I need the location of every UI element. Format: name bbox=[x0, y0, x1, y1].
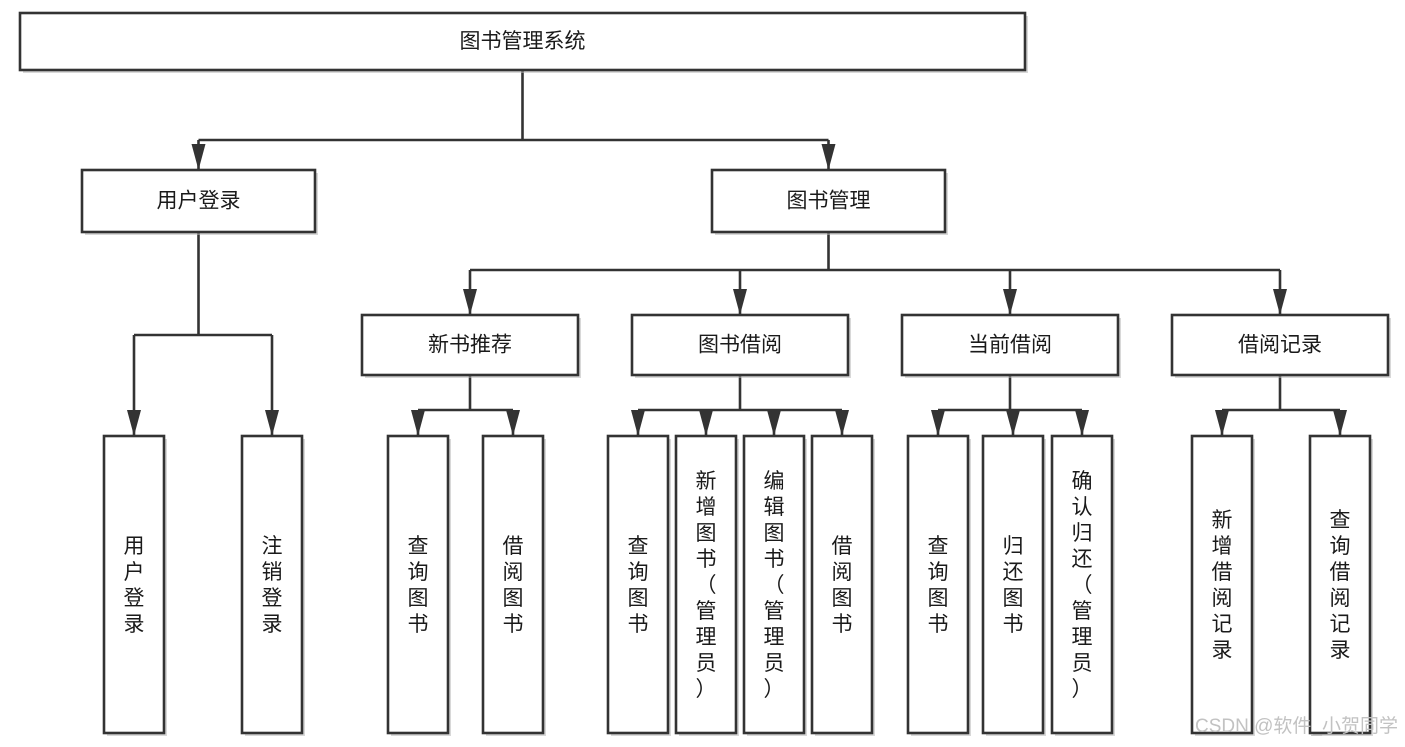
connector-group-book-management bbox=[463, 232, 1287, 315]
arrow-head bbox=[1333, 410, 1347, 436]
node-border bbox=[360, 313, 580, 377]
node-border bbox=[102, 434, 166, 735]
arrow-head bbox=[1273, 289, 1287, 315]
node-border bbox=[606, 434, 670, 735]
connector-group-borrow-record bbox=[1215, 375, 1347, 436]
arrow-head bbox=[821, 144, 836, 170]
node-label: 确认归还（管理员） bbox=[1072, 470, 1093, 701]
node-border bbox=[80, 168, 317, 234]
connector-group-current-borrow bbox=[931, 375, 1089, 436]
node-label: 借阅图书 bbox=[832, 535, 853, 636]
node-border bbox=[630, 313, 850, 377]
node-label: 用户登录 bbox=[157, 190, 241, 213]
arrow-head bbox=[1215, 410, 1229, 436]
arrow-head bbox=[463, 289, 477, 315]
arrow-head bbox=[699, 410, 713, 436]
node-leaf-add-book[interactable]: 新增图书（管理员） bbox=[674, 434, 739, 736]
arrow-head bbox=[1075, 410, 1089, 436]
node-label: 归还图书 bbox=[1003, 535, 1024, 636]
node-border bbox=[1050, 434, 1114, 735]
arrow-head bbox=[265, 410, 279, 436]
node-label: 编辑图书（管理员） bbox=[764, 470, 785, 701]
node-leaf-user-login[interactable]: 用户登录 bbox=[102, 434, 167, 736]
node-border bbox=[674, 434, 738, 735]
arrow-head bbox=[1003, 289, 1017, 315]
node-layer: 图书管理系统用户登录用户登录注销登录图书管理新书推荐查询图书借阅图书图书借阅查询… bbox=[18, 11, 1391, 736]
node-borrow-record[interactable]: 借阅记录 bbox=[1170, 313, 1391, 378]
node-border bbox=[1308, 434, 1372, 735]
arrow-head bbox=[127, 410, 141, 436]
node-label: 当前借阅 bbox=[968, 334, 1052, 357]
node-leaf-edit-book[interactable]: 编辑图书（管理员） bbox=[742, 434, 807, 736]
connector-group-root bbox=[191, 70, 836, 170]
node-label: 新增图书（管理员） bbox=[696, 470, 717, 701]
node-leaf-borrow-book-2[interactable]: 借阅图书 bbox=[810, 434, 875, 736]
node-label: 查询图书 bbox=[628, 535, 649, 636]
arrow-head bbox=[733, 289, 747, 315]
connector-group-book-borrow bbox=[631, 375, 849, 436]
node-leaf-query-book-2[interactable]: 查询图书 bbox=[606, 434, 671, 736]
connector-group-user-login bbox=[127, 232, 279, 436]
node-book-management[interactable]: 图书管理 bbox=[710, 168, 948, 235]
node-current-borrow[interactable]: 当前借阅 bbox=[900, 313, 1121, 378]
node-border bbox=[900, 313, 1120, 377]
node-leaf-borrow-book-1[interactable]: 借阅图书 bbox=[481, 434, 546, 736]
arrow-head bbox=[411, 410, 425, 436]
node-leaf-query-record[interactable]: 查询借阅记录 bbox=[1308, 434, 1373, 736]
node-border bbox=[981, 434, 1045, 735]
arrow-head bbox=[1006, 410, 1020, 436]
connector-layer bbox=[127, 70, 1347, 436]
node-border bbox=[906, 434, 970, 735]
node-label: 用户登录 bbox=[124, 535, 145, 636]
node-border bbox=[810, 434, 874, 735]
node-user-login[interactable]: 用户登录 bbox=[80, 168, 318, 235]
node-label: 注销登录 bbox=[262, 535, 283, 636]
arrow-head bbox=[767, 410, 781, 436]
csdn-watermark: CSDN @软件_小贺同学 bbox=[1195, 715, 1398, 737]
connector-group-new-book-recommend bbox=[411, 375, 520, 436]
node-border bbox=[1190, 434, 1254, 735]
node-leaf-query-book-3[interactable]: 查询图书 bbox=[906, 434, 971, 736]
node-border bbox=[1170, 313, 1390, 377]
node-border bbox=[481, 434, 545, 735]
node-label: 新书推荐 bbox=[428, 334, 512, 357]
node-label: 查询借阅记录 bbox=[1330, 509, 1351, 662]
node-leaf-user-logout[interactable]: 注销登录 bbox=[240, 434, 305, 736]
node-border bbox=[240, 434, 304, 735]
node-leaf-confirm-return[interactable]: 确认归还（管理员） bbox=[1050, 434, 1115, 736]
node-label: 借阅记录 bbox=[1238, 334, 1322, 357]
node-border bbox=[742, 434, 806, 735]
node-leaf-query-book-1[interactable]: 查询图书 bbox=[386, 434, 451, 736]
node-label: 借阅图书 bbox=[503, 535, 524, 636]
node-leaf-add-record[interactable]: 新增借阅记录 bbox=[1190, 434, 1255, 736]
node-label: 图书借阅 bbox=[698, 334, 782, 357]
arrow-head bbox=[191, 144, 206, 170]
arrow-head bbox=[931, 410, 945, 436]
node-border bbox=[386, 434, 450, 735]
node-label: 图书管理系统 bbox=[460, 30, 586, 53]
arrow-head bbox=[631, 410, 645, 436]
node-label: 查询图书 bbox=[408, 535, 429, 636]
arrow-head bbox=[835, 410, 849, 436]
arrow-head bbox=[506, 410, 520, 436]
node-book-borrow[interactable]: 图书借阅 bbox=[630, 313, 851, 378]
node-root[interactable]: 图书管理系统 bbox=[18, 11, 1028, 73]
node-label: 新增借阅记录 bbox=[1212, 509, 1233, 662]
node-label: 查询图书 bbox=[928, 535, 949, 636]
node-new-book-recommend[interactable]: 新书推荐 bbox=[360, 313, 581, 378]
node-border bbox=[18, 11, 1027, 72]
node-leaf-return-book[interactable]: 归还图书 bbox=[981, 434, 1046, 736]
node-label: 图书管理 bbox=[787, 190, 871, 213]
node-border bbox=[710, 168, 947, 234]
